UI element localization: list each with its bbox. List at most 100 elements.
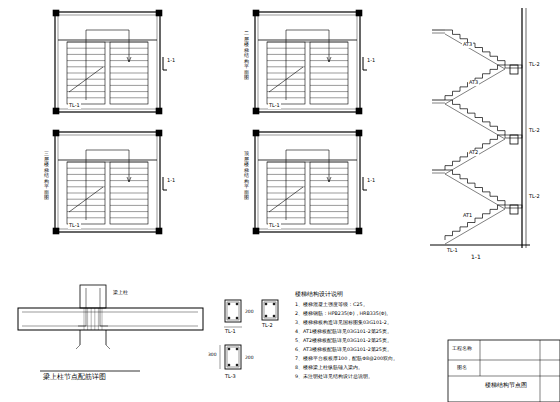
line-stroke	[110, 211, 148, 212]
line-stroke	[526, 8, 527, 248]
line-stroke	[310, 79, 348, 80]
line-stroke	[258, 15, 357, 109]
line-stroke	[445, 170, 505, 205]
line-stroke	[310, 97, 348, 98]
line-stroke	[163, 190, 167, 191]
line-stroke	[510, 135, 518, 144]
line-stroke	[84, 308, 85, 330]
line-stroke	[227, 347, 239, 367]
line-stroke	[236, 303, 238, 305]
drawing-label: 300	[207, 352, 218, 357]
line-stroke	[505, 135, 522, 138]
drawing-label: TL-1	[268, 103, 281, 109]
line-stroke	[432, 170, 445, 171]
line-stroke	[255, 132, 360, 232]
line-stroke	[110, 199, 148, 200]
line-stroke	[55, 12, 160, 112]
line-stroke	[262, 300, 278, 320]
line-stroke	[448, 376, 560, 377]
line-stroke	[273, 315, 275, 317]
drawing-label: 1-1	[470, 254, 482, 261]
line-stroke	[110, 193, 148, 194]
drawing-label: 梁上柱节点配筋详图	[42, 373, 107, 381]
line-stroke	[58, 135, 157, 229]
drawing-label: 6、AT3楼梯板配筋详见03G101-2第25页。	[294, 347, 393, 353]
drawing-label: 楼梯结构节点图	[484, 382, 528, 389]
drawing-label: 3、楼梯梯板构造详见国标图集03G101-2。	[294, 320, 393, 326]
line-stroke	[510, 65, 518, 74]
drawing-label: 工程名称	[451, 346, 473, 352]
line-stroke	[55, 132, 160, 232]
line-stroke	[310, 85, 348, 86]
line-stroke	[445, 69, 505, 104]
plan-title: 二层楼梯结构平面图	[244, 30, 249, 82]
line-stroke	[156, 228, 162, 234]
drawing-label: TL-3	[224, 374, 237, 380]
drawing-label: 4、AT1楼梯板配筋详见03G101-2第25页。	[294, 329, 393, 335]
line-stroke	[86, 30, 129, 100]
line-stroke	[110, 91, 148, 92]
line-stroke	[356, 130, 362, 136]
line-stroke	[156, 108, 162, 114]
line-stroke	[310, 211, 348, 212]
drawing-label: AT3	[462, 42, 473, 48]
line-stroke	[236, 364, 238, 366]
line-stroke	[253, 130, 259, 136]
line-stroke	[110, 205, 148, 206]
drawing-label: 1-1	[166, 178, 176, 184]
line-stroke	[327, 57, 331, 62]
line-stroke	[310, 66, 348, 67]
line-stroke	[105, 162, 110, 163]
line-stroke	[110, 85, 148, 86]
line-stroke	[363, 57, 364, 70]
line-stroke	[363, 70, 367, 71]
line-stroke	[22, 326, 198, 327]
line-stroke	[310, 91, 348, 92]
line-stroke	[432, 30, 445, 31]
line-stroke	[265, 303, 267, 305]
line-stroke	[258, 160, 357, 161]
line-stroke	[363, 190, 367, 191]
line-stroke	[53, 130, 59, 136]
line-stroke	[58, 160, 157, 161]
drawing-label: 楼梯结构设计说明	[294, 291, 344, 298]
drawing-label: 200	[244, 355, 255, 360]
drawing-label: 1、楼梯混凝土强度等级：C25。	[294, 302, 369, 308]
line-stroke	[310, 199, 348, 200]
drawing-label: 9、未注明处详见结构设计总说明。	[294, 374, 374, 380]
line-stroke	[110, 217, 148, 218]
drawing-label: TL-1	[224, 329, 237, 335]
drawing-label: 图名	[456, 365, 468, 371]
line-stroke	[310, 205, 348, 206]
line-stroke	[86, 150, 129, 220]
drawing-label: TL-2	[528, 62, 541, 68]
line-stroke	[310, 186, 348, 187]
drawing-label: 8、楼梯梁上柱纵筋锚入梁内。	[294, 365, 364, 371]
line-stroke	[58, 40, 157, 41]
line-stroke	[86, 288, 87, 326]
line-stroke	[445, 174, 505, 209]
line-stroke	[94, 308, 95, 330]
drawing-label: TL-2	[528, 194, 541, 200]
line-stroke	[430, 245, 530, 246]
line-stroke	[22, 312, 198, 313]
line-stroke	[18, 308, 203, 330]
line-stroke	[445, 34, 505, 69]
line-stroke	[228, 303, 230, 305]
line-stroke	[305, 42, 310, 43]
line-stroke	[253, 228, 259, 234]
line-stroke	[228, 348, 230, 350]
line-stroke	[225, 345, 241, 369]
line-stroke	[286, 30, 329, 100]
drawing-label: 200	[244, 309, 255, 314]
line-stroke	[227, 302, 239, 320]
line-stroke	[445, 65, 505, 100]
line-stroke	[521, 8, 522, 248]
line-stroke	[305, 162, 310, 163]
drawing-label: TL-1	[68, 103, 81, 109]
line-stroke	[106, 330, 107, 345]
line-stroke	[505, 65, 522, 68]
line-stroke	[225, 300, 241, 322]
line-stroke	[105, 42, 110, 43]
